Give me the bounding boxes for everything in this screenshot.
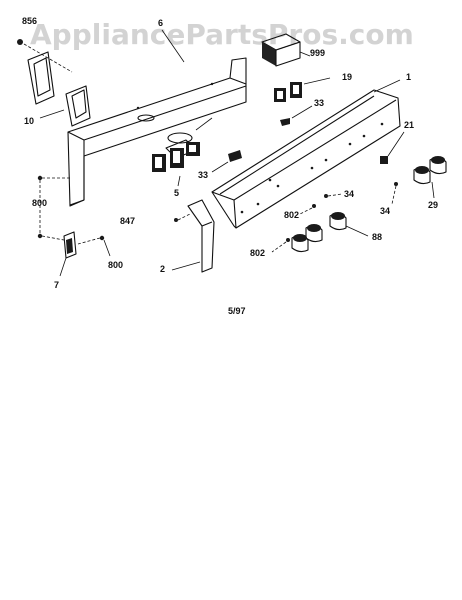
screw-34-b[interactable] (391, 182, 398, 205)
label-7: 7 (54, 280, 59, 290)
label-19: 19 (342, 72, 352, 82)
screw-802-a[interactable] (299, 204, 316, 215)
label-6: 6 (158, 18, 163, 28)
label-88: 88 (372, 232, 382, 242)
parts-box-999[interactable] (261, 33, 301, 67)
knobs-88[interactable] (291, 212, 369, 253)
label-999: 999 (310, 48, 325, 58)
label-33-top: 33 (314, 98, 324, 108)
control-panel-front[interactable] (211, 79, 401, 229)
label-5: 5 (174, 188, 179, 198)
leader-999 (299, 51, 311, 57)
label-800-a: 800 (32, 198, 47, 208)
clip-33-top[interactable] (280, 105, 313, 126)
clip-33-middle[interactable] (211, 150, 242, 173)
backguard-rear-panel[interactable] (67, 57, 247, 207)
label-802-b: 802 (250, 248, 265, 258)
knobs-29[interactable] (413, 156, 447, 199)
side-bracket-2[interactable] (171, 199, 215, 273)
leader-6 (161, 29, 185, 63)
label-29: 29 (428, 200, 438, 210)
label-800-b: 800 (108, 260, 123, 270)
label-34-b: 34 (380, 206, 390, 216)
screw-856[interactable] (17, 39, 73, 73)
knob-21[interactable] (380, 131, 405, 164)
end-cap-bracket[interactable] (27, 51, 91, 127)
label-34-a: 34 (344, 189, 354, 199)
date-code: 5/97 (228, 306, 246, 316)
screw-34-a[interactable] (324, 193, 343, 198)
label-21: 21 (404, 120, 414, 130)
screw-847[interactable] (174, 213, 191, 222)
label-856: 856 (22, 16, 37, 26)
label-847: 847 (120, 216, 135, 226)
label-802-a: 802 (284, 210, 299, 220)
leader-10 (39, 109, 65, 119)
label-2: 2 (160, 264, 165, 274)
screw-800-a[interactable] (37, 175, 72, 241)
switch-19[interactable] (274, 77, 331, 102)
label-1: 1 (406, 72, 411, 82)
timer-assembly[interactable] (152, 117, 213, 187)
watermark-text: AppliancePartsPros.com (30, 18, 414, 51)
label-10: 10 (24, 116, 34, 126)
label-33-middle: 33 (198, 170, 208, 180)
screw-800-b[interactable] (77, 235, 111, 257)
screw-802-b[interactable] (271, 238, 290, 253)
lower-bracket-7[interactable] (59, 231, 77, 277)
